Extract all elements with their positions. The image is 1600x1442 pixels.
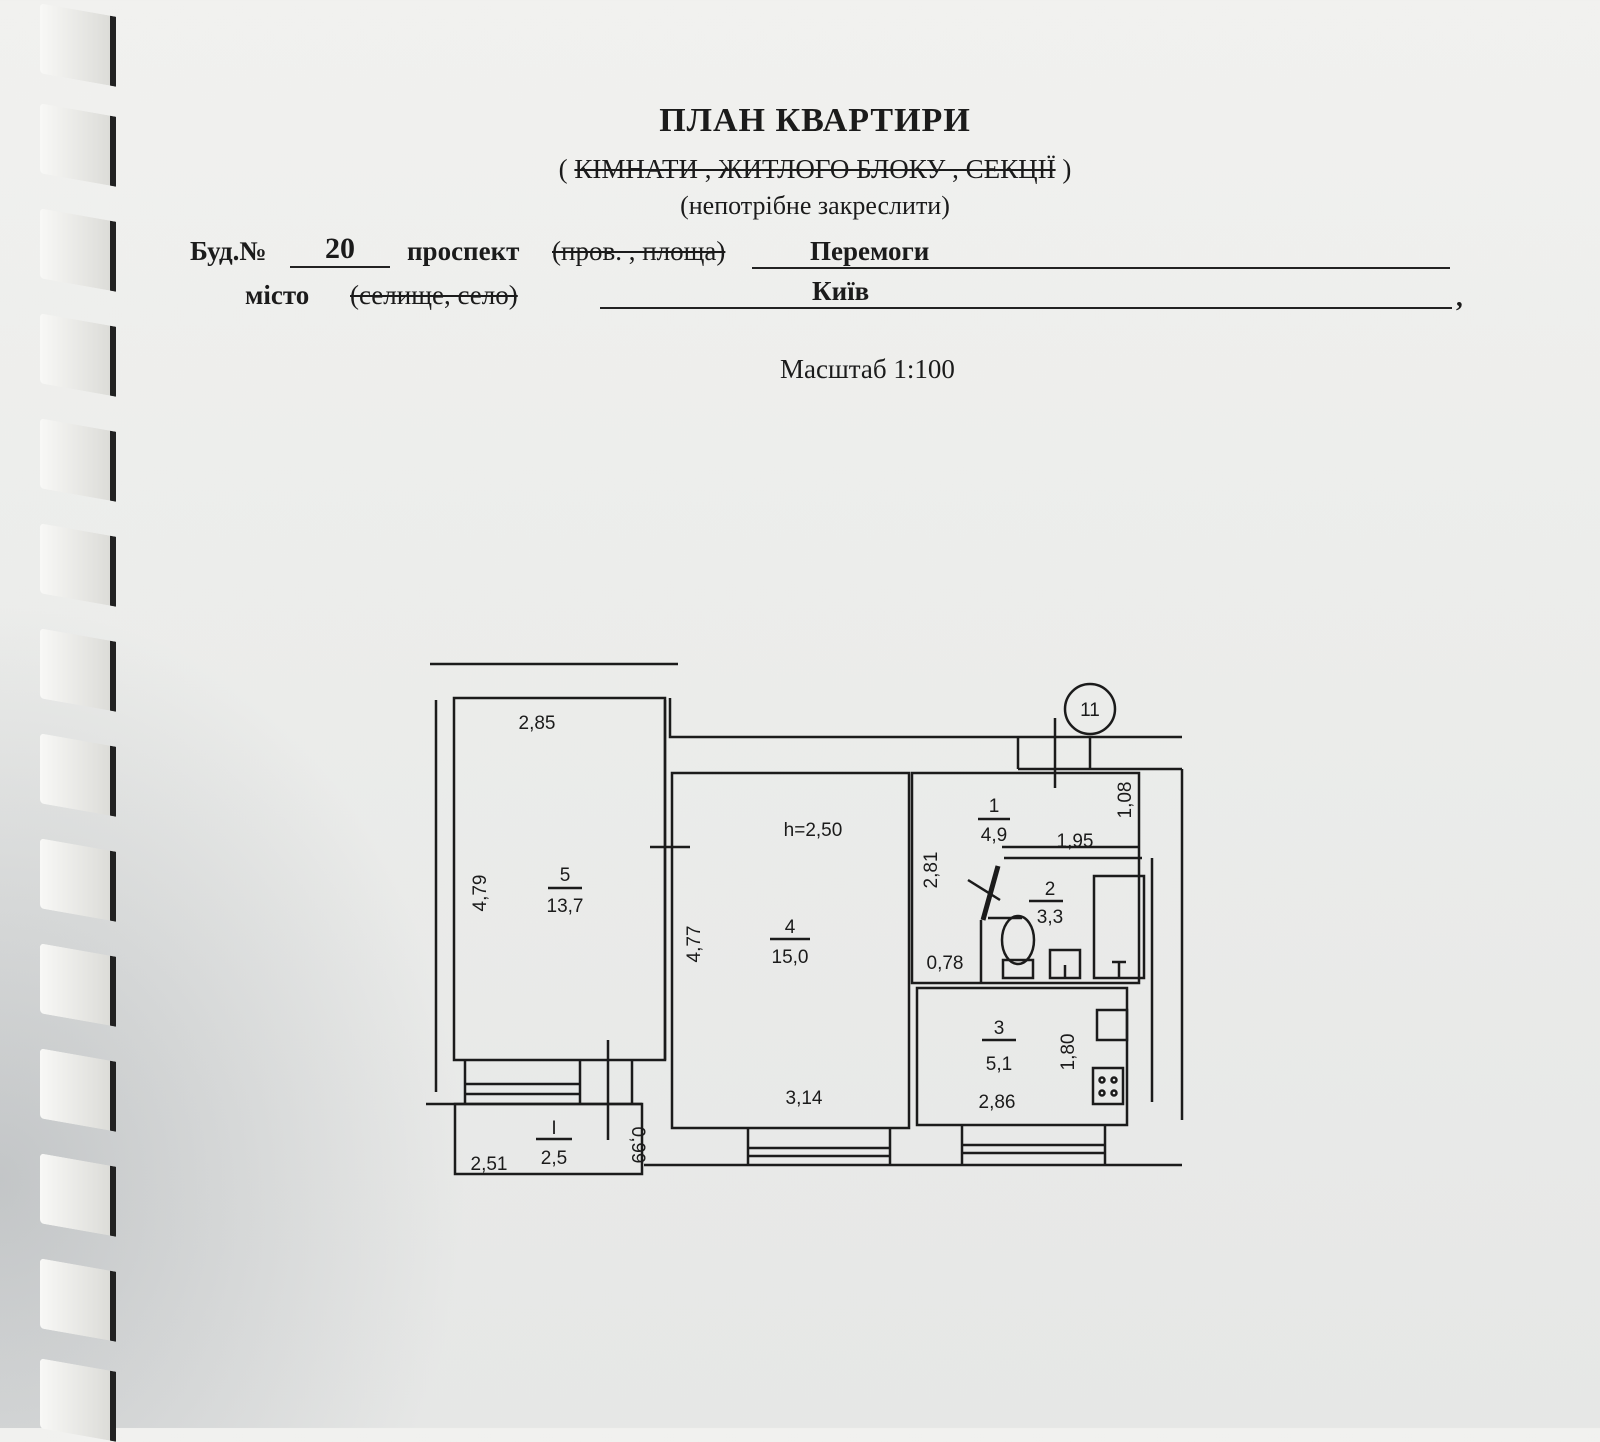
struck-options: КІМНАТИ , ЖИТЛОГО БЛОКУ , СЕКЦІЇ [574,154,1056,184]
dim-r3-length: 1,80 [1058,1034,1079,1071]
room-1-area: 4,9 [981,825,1007,846]
toilet [1000,914,1036,966]
room-5-number: 5 [560,865,571,886]
dim-r4-length: 4,77 [684,926,705,963]
room-5-area: 13,7 [547,896,584,917]
room-2-number: 2 [1045,879,1056,900]
building-number: 20 [290,232,390,268]
dim-r1-height: 1,08 [1115,782,1136,819]
subtitle: ( КІМНАТИ , ЖИТЛОГО БЛОКУ , СЕКЦІЇ ) [0,154,1600,185]
room-3-number: 3 [994,1018,1005,1039]
ceiling-height: h=2,50 [784,820,843,841]
dim-hall-length: 2,81 [921,852,942,889]
building-label: Буд.№ [190,236,267,266]
city-name: Київ [600,276,1452,309]
dim-hall-width: 0,78 [927,953,964,974]
dim-r1-width: 1,95 [1057,831,1094,852]
room-2-area: 3,3 [1037,907,1063,928]
room-3-outline [915,986,1129,1127]
dim-r4-width: 3,14 [786,1088,823,1109]
balcony-number: I [551,1118,556,1139]
city-struck: (селище, село) [350,280,518,310]
room-4-number: 4 [785,917,796,938]
room-4-area: 15,0 [772,947,809,968]
axis-marker-circle [1063,682,1117,736]
comma: , [1456,282,1463,312]
street-type-struck: (пров. , площа) [552,236,726,266]
room-1-number: 1 [989,796,1000,817]
axis-marker: 11 [1080,700,1100,721]
dim-balcony-depth: 0,99 [627,1127,648,1164]
city-label: місто [245,280,310,310]
dim-r5-length: 4,79 [470,875,491,912]
paren-close: ) [1062,154,1072,184]
dim-r5-width: 2,85 [519,713,556,734]
room-3-area: 5,1 [986,1054,1012,1075]
balcony-area: 2,5 [541,1148,567,1169]
scale-label: Масштаб 1:100 [780,354,955,384]
room-4-outline [670,771,911,1130]
strike-note: (непотрібне закреслити) [680,191,950,220]
balcony-outline [453,1102,644,1176]
dim-r3-width: 2,86 [979,1092,1016,1113]
paren-open: ( [558,154,568,184]
stove [1091,1066,1125,1106]
street-type: проспект [407,236,520,266]
dim-balcony-width: 2,51 [471,1154,508,1175]
rooms-1-2-outline [910,771,1141,985]
page-title: ПЛАН КВАРТИРИ [659,102,971,139]
street-name: Перемоги [752,236,1450,269]
